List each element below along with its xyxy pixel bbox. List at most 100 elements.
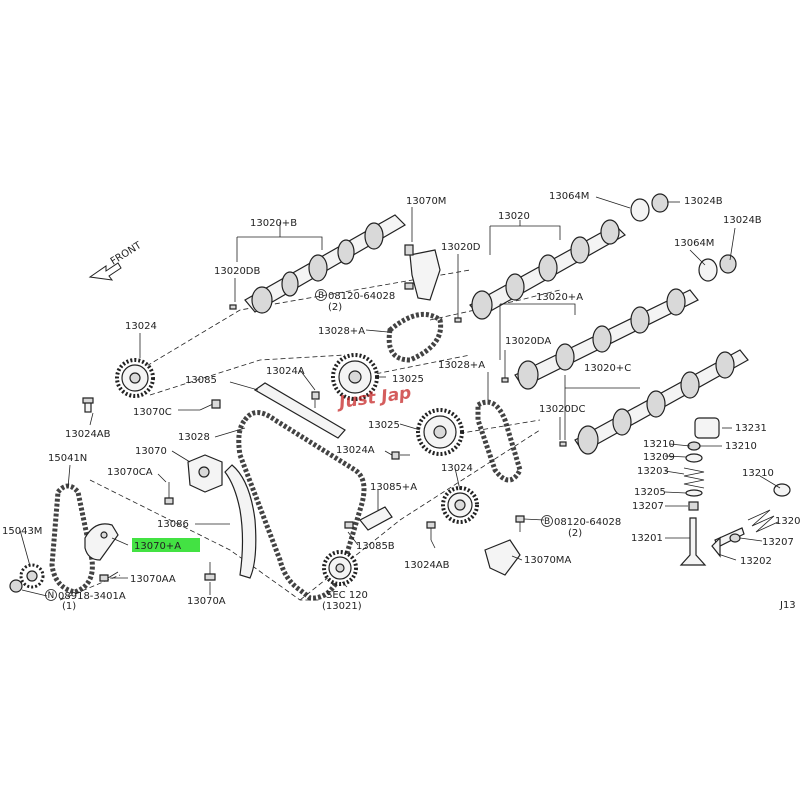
- label-08120-lower: 08120-64028: [554, 517, 621, 528]
- camshaft-13020-c: [574, 349, 749, 455]
- label-13025-upper: 13025: [392, 374, 424, 385]
- circle-b-lower: B: [544, 517, 550, 527]
- part-labels: 13020+B 13070M 13020 13064M 13024B 13024…: [2, 191, 800, 612]
- label-13024b-top: 13024B: [684, 196, 723, 207]
- chain-13028a-right: [475, 399, 523, 483]
- label-13024ab-lower: 13024AB: [404, 560, 450, 571]
- spring-seat-13205: [685, 489, 703, 497]
- label-08120-lower-group: B 08120-64028 (2): [541, 515, 621, 539]
- chain-13028a-upper: [386, 311, 444, 363]
- label-13024ab-left: 13024AB: [65, 429, 111, 440]
- label-13070: 13070: [135, 446, 167, 457]
- label-08918-group: N 08918-3401A (1): [45, 589, 126, 612]
- circle-b-upper: B: [318, 291, 324, 301]
- bolt-13024ab-left: [82, 397, 94, 413]
- camshaft-13020: [469, 219, 626, 320]
- label-08120-upper-qty: (2): [328, 302, 342, 313]
- label-13070aa: 13070AA: [130, 574, 176, 585]
- seal-13064m-top: [630, 193, 669, 222]
- label-13085-a: 13085+A: [370, 482, 417, 493]
- camshaft-13020-b: [244, 214, 406, 314]
- label-13024a-upper: 13024A: [266, 366, 305, 377]
- chain-guide-13085: [253, 382, 346, 439]
- label-13024a-lower: 13024A: [336, 445, 375, 456]
- bolt-13070aa: [99, 571, 119, 582]
- oil-pump-sprocket-15043m: [19, 563, 45, 589]
- label-13020da: 13020DA: [505, 336, 551, 347]
- label-13070a: 13070A: [187, 596, 226, 607]
- slack-guide-13086: [224, 464, 257, 579]
- label-08918: 08918-3401A: [58, 591, 126, 602]
- washer-08918: [9, 579, 23, 593]
- label-13020dc: 13020DC: [539, 404, 586, 415]
- bolt-13024a-lower: [391, 451, 410, 460]
- label-13024b-right: 13024B: [723, 215, 762, 226]
- label-13020db: 13020DB: [214, 266, 261, 277]
- label-15041n: 15041N: [48, 453, 87, 464]
- valve-13202: [711, 527, 745, 558]
- label-13024-left: 13024: [125, 321, 157, 332]
- label-13070ca: 13070CA: [107, 467, 153, 478]
- label-13020-b: 13020+B: [250, 218, 297, 229]
- valve-13201: [679, 517, 707, 566]
- label-13020d: 13020D: [441, 242, 481, 253]
- label-13085: 13085: [185, 375, 217, 386]
- bolt-13024a-upper: [311, 391, 320, 408]
- valve-keeper-13210-13209: [685, 441, 703, 463]
- bolt-13070a: [204, 562, 216, 581]
- seal-13064m-mid: [698, 254, 737, 282]
- tensioner-13070: [187, 454, 223, 493]
- sprocket-13024-lower: [441, 486, 479, 524]
- label-13070-a-highlighted: 13070+A: [134, 541, 181, 552]
- label-13210-b: 13210: [725, 441, 757, 452]
- label-13201: 13201: [631, 533, 663, 544]
- bolt-13070c: [199, 399, 221, 411]
- label-13207-b: 13207: [762, 537, 794, 548]
- front-label: FRONT: [109, 240, 145, 268]
- label-1320-partial: 1320: [775, 516, 800, 527]
- bolt-08120-upper: [404, 282, 414, 290]
- label-13070c: 13070C: [133, 407, 172, 418]
- circle-n: N: [48, 591, 55, 601]
- label-08120-lower-qty: (2): [568, 528, 582, 539]
- tensioner-13070m: [404, 244, 441, 301]
- label-13070m: 13070M: [406, 196, 446, 207]
- label-08120-upper-group: B 08120-64028 (2): [315, 289, 395, 313]
- bolt-13070ca: [164, 482, 174, 505]
- label-13064m-top: 13064M: [549, 191, 589, 202]
- highlight-13070a: [132, 538, 200, 552]
- dowel-pins: [229, 304, 567, 447]
- corner-reference: J13: [779, 600, 796, 611]
- valve-lifter-13231: [694, 417, 720, 439]
- bolt-13085b: [344, 521, 354, 529]
- label-08918-qty: (1): [62, 601, 76, 612]
- label-13025-lower: 13025: [368, 420, 400, 431]
- oil-pump-chain-15041n: [49, 483, 95, 595]
- label-13020: 13020: [498, 211, 530, 222]
- camshaft-13020-a: [514, 288, 699, 390]
- label-13085b: 13085B: [356, 541, 395, 552]
- highlight-box: [132, 538, 200, 552]
- valve-spring-13203: [683, 467, 705, 489]
- tensioner-13070a: [84, 523, 119, 561]
- label-13064m-mid: 13064M: [674, 238, 714, 249]
- label-13020-a: 13020+A: [536, 292, 583, 303]
- label-13028: 13028: [178, 432, 210, 443]
- label-13070ma: 13070MA: [524, 555, 571, 566]
- label-13210-a: 13210: [643, 439, 675, 450]
- tensioner-13070ma: [484, 539, 521, 576]
- crank-sprocket-sec120: [322, 550, 358, 586]
- label-13202: 13202: [740, 556, 772, 567]
- label-13024-lower: 13024: [441, 463, 473, 474]
- label-13207-a: 13207: [632, 501, 664, 512]
- label-13086: 13086: [157, 519, 189, 530]
- label-13203: 13203: [637, 466, 669, 477]
- front-direction-indicator: FRONT: [88, 240, 145, 281]
- label-13210-c: 13210: [742, 468, 774, 479]
- label-13028-a-right: 13028+A: [438, 360, 485, 371]
- label-13020-c: 13020+C: [584, 363, 631, 374]
- valve-seal-13207: [688, 501, 699, 511]
- label-sec120-ref: (13021): [322, 601, 362, 612]
